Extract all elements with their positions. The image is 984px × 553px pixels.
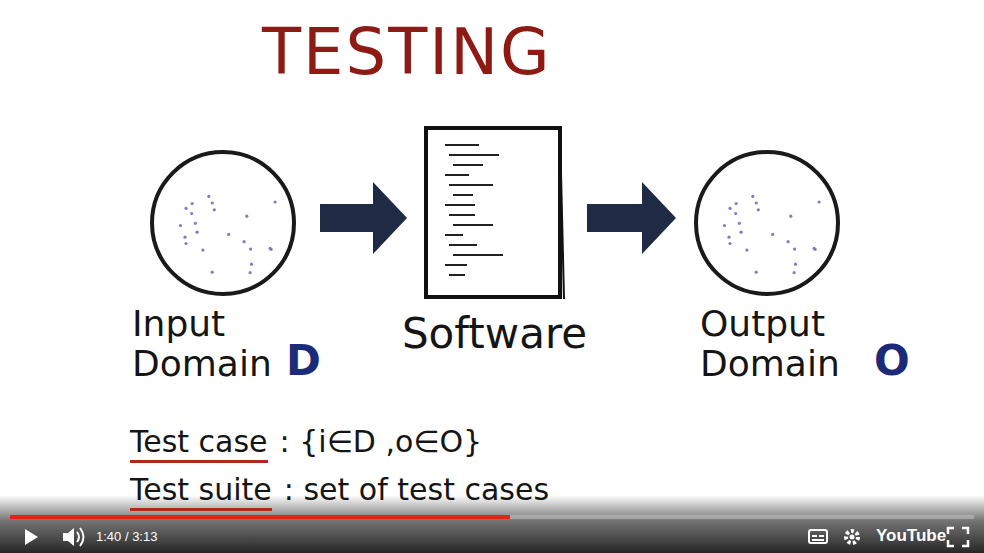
- definition: : {i∈D ,o∈O}: [280, 424, 483, 460]
- node-outline: [692, 148, 842, 298]
- label-row: Input Domain D: [128, 304, 332, 384]
- label-row: Software: [395, 311, 594, 357]
- formula-line: Test suite : set of test cases: [130, 472, 549, 511]
- block-arrow: [587, 182, 676, 254]
- time-display: 1:40 / 3:13: [96, 529, 157, 544]
- title: TESTING: [262, 12, 552, 92]
- domain-symbol: D: [286, 338, 321, 384]
- domain-symbol: O: [874, 338, 910, 384]
- term: Test suite: [130, 472, 272, 511]
- node-outline: [423, 125, 565, 301]
- formula-line: Test case : {i∈D ,o∈O}: [130, 424, 482, 463]
- term: Test case: [130, 424, 268, 463]
- block-arrow: [320, 182, 407, 254]
- node-label: Software: [402, 311, 587, 357]
- output-domain-circle: Output Domain O: [692, 148, 911, 384]
- brand-logo: YouTube: [876, 526, 946, 546]
- node-label: Output Domain: [700, 304, 860, 384]
- input-domain-circle: Input Domain D: [128, 148, 332, 384]
- node-outline: [148, 148, 298, 298]
- software-box: Software: [395, 125, 594, 357]
- node-label: Input Domain: [132, 304, 272, 384]
- definition: : set of test cases: [284, 472, 549, 508]
- label-row: Output Domain O: [692, 304, 911, 384]
